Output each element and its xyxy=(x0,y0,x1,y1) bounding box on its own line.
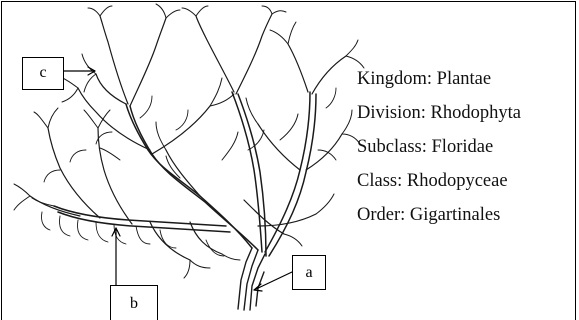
holdfast xyxy=(238,248,265,310)
taxonomy-division: Division: Rhodophyta xyxy=(357,102,572,136)
callout-label-c: c xyxy=(22,57,64,90)
taxonomy-class: Class: Rhodopyceae xyxy=(357,170,572,204)
taxonomy-list: Kingdom: Plantae Division: Rhodophyta Su… xyxy=(357,68,572,238)
taxonomy-order: Order: Gigartinales xyxy=(357,204,572,238)
lower-fringe xyxy=(41,88,336,256)
taxonomy-subclass: Subclass: Floridae xyxy=(357,136,572,170)
callout-label-a: a xyxy=(292,255,326,290)
leader-line-a xyxy=(254,272,292,290)
taxonomy-kingdom: Kingdom: Plantae xyxy=(357,68,572,102)
branchlets xyxy=(14,4,364,278)
main-axis xyxy=(54,92,316,256)
callout-label-b: b xyxy=(110,285,158,320)
truncated-text-line xyxy=(357,270,507,274)
